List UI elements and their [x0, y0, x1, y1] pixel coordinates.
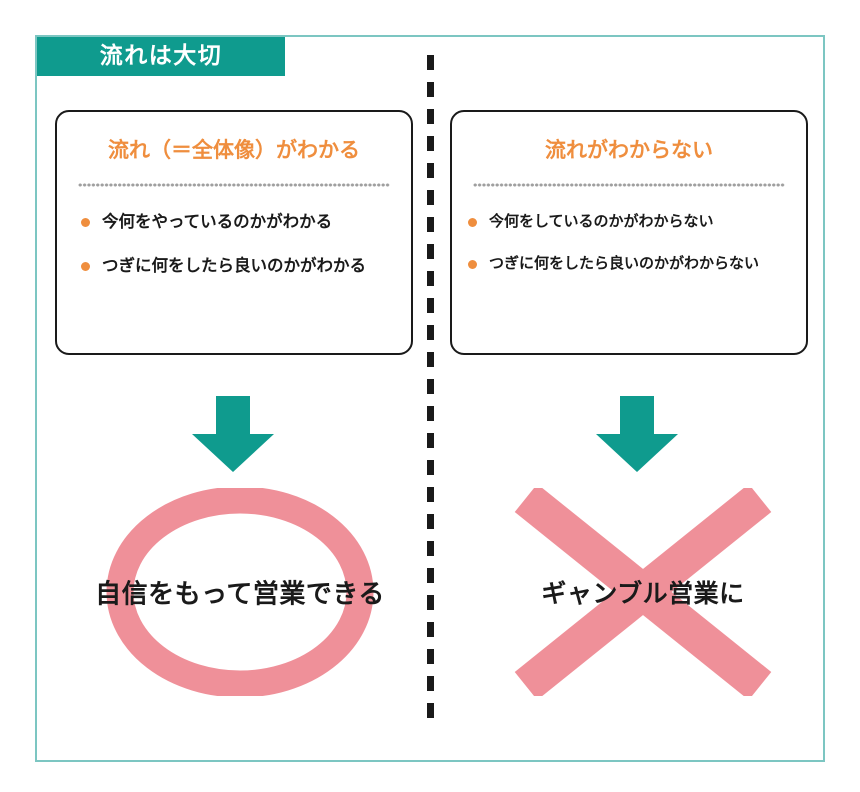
- list-item: 今何をやっているのかがわかる: [57, 212, 411, 232]
- down-arrow-icon: [596, 396, 678, 472]
- result-right-label: ギャンブル営業に: [541, 579, 745, 608]
- result-left-label: 自信をもって営業できる: [95, 579, 385, 610]
- result-left: 自信をもって営業できる: [95, 486, 385, 698]
- header-ribbon: 流れは大切: [37, 37, 285, 76]
- card-right-dotted-rule: [473, 183, 785, 189]
- card-right: 流れがわからない 今何をしているのかがわからない つぎに何をしたら良いのかがわか…: [450, 110, 808, 355]
- down-arrow-icon: [192, 396, 274, 472]
- card-left-dotted-rule: [78, 183, 390, 189]
- result-right: ギャンブル営業に: [498, 483, 788, 701]
- card-left: 流れ（＝全体像）がわかる 今何をやっているのかがわかる つぎに何をしたら良いのか…: [55, 110, 413, 355]
- vertical-dashed-divider: [427, 55, 434, 727]
- cross-icon: [498, 483, 788, 701]
- card-left-bullet-list: 今何をやっているのかがわかる つぎに何をしたら良いのかがわかる: [57, 212, 411, 276]
- card-right-bullet-list: 今何をしているのかがわからない つぎに何をしたら良いのかがわからない: [452, 212, 806, 272]
- circle-icon: [95, 486, 385, 698]
- list-item: つぎに何をしたら良いのかがわからない: [452, 254, 806, 272]
- bullet-dot-icon: [81, 261, 90, 271]
- bullet-dot-icon: [468, 218, 477, 228]
- list-item: つぎに何をしたら良いのかがわかる: [57, 256, 411, 276]
- card-left-title: 流れ（＝全体像）がわかる: [108, 138, 360, 162]
- bullet-label: 今何をしているのかがわからない: [489, 212, 714, 231]
- bullet-label: つぎに何をしたら良いのかがわかる: [102, 255, 366, 275]
- bullet-label: 今何をやっているのかがわかる: [102, 212, 333, 232]
- bullet-dot-icon: [468, 260, 477, 270]
- bullet-label: つぎに何をしたら良いのかがわからない: [489, 254, 760, 273]
- column-left: 流れ（＝全体像）がわかる 今何をやっているのかがわかる つぎに何をしたら良いのか…: [55, 110, 413, 698]
- card-right-title: 流れがわからない: [545, 138, 713, 162]
- bullet-dot-icon: [81, 218, 90, 228]
- header-ribbon-label: 流れは大切: [99, 43, 223, 69]
- list-item: 今何をしているのかがわからない: [452, 212, 806, 230]
- column-right: 流れがわからない 今何をしているのかがわからない つぎに何をしたら良いのかがわか…: [430, 0, 860, 792]
